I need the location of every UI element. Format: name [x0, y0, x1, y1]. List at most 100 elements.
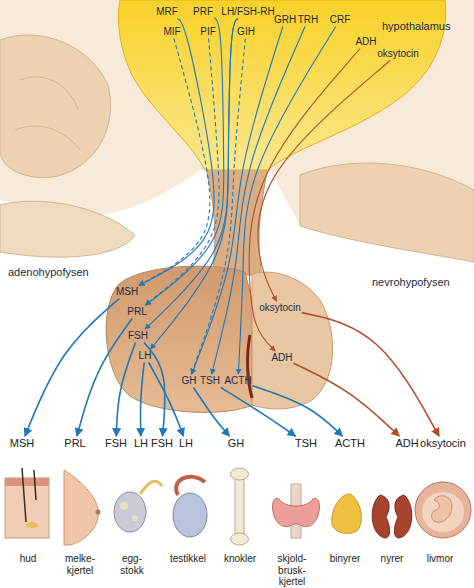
bone-drawing	[235, 474, 244, 538]
hormone-name: MRF	[156, 6, 178, 18]
hormone-name: TRH	[298, 14, 319, 26]
hormone-node: oksytocin	[377, 48, 419, 60]
hormone-name: PRL	[64, 437, 85, 450]
hormone-name: GH	[182, 375, 197, 387]
skin-drawing	[5, 478, 49, 486]
hormone-name: FSH	[151, 437, 173, 450]
ovary-drawing	[140, 481, 162, 494]
fetus-drawing	[432, 496, 453, 523]
hormone-node: PRL	[127, 306, 146, 318]
brain-lobe	[300, 163, 474, 262]
hormone-name: ADH	[395, 437, 418, 450]
bone-drawing	[231, 468, 249, 480]
hormone-node: GH	[182, 375, 197, 387]
hormone-name: GIH	[237, 26, 255, 38]
brain-lobe	[0, 35, 111, 178]
hormone-node: GRH	[274, 14, 296, 26]
hormone-name: CRF	[330, 14, 351, 26]
thyroid-drawing	[273, 498, 320, 526]
target-organ-name: melke- kjertel	[50, 553, 110, 576]
region-label: hypothalamus	[382, 20, 451, 33]
hormone-name: oksytocin	[259, 302, 301, 314]
hormone-label: GH	[228, 437, 245, 450]
breast-drawing	[96, 510, 101, 515]
hormone-node: MRF	[156, 6, 178, 18]
hormone-node: PRF	[193, 6, 213, 18]
uterus-drawing	[415, 482, 471, 538]
hormone-label: oksytocin	[420, 437, 466, 450]
hormone-node: CRF	[330, 14, 351, 26]
node-shape	[252, 272, 333, 409]
hormone-name: LH	[139, 350, 152, 362]
hormone-node: oksytocin	[259, 302, 301, 314]
hormone-name: GRH	[274, 14, 296, 26]
target-organ-name: egg- stokk	[102, 553, 162, 576]
breast-drawing	[64, 470, 98, 545]
ovary-drawing	[114, 492, 146, 532]
hormone-label: ADH	[395, 437, 418, 450]
kidney-drawing	[394, 495, 411, 538]
uterus-drawing	[422, 492, 464, 532]
hormone-name: MSH	[10, 437, 34, 450]
hormone-node: LH/FSH-RH	[221, 6, 274, 18]
hormone-node: TSH	[200, 375, 220, 387]
hormone-name: oksytocin	[420, 437, 466, 450]
hormone-name: MSH	[116, 286, 138, 298]
hormone-name: PRL	[127, 306, 146, 318]
hormone-node: FSH	[128, 330, 148, 342]
posterior-pituitary: nevrohypofysen oksytocinADH	[245, 262, 474, 412]
hormone-name: PIF	[200, 26, 216, 38]
hormone-arrow	[25, 299, 119, 437]
hormone-label: TSH	[295, 437, 317, 450]
hormone-label: FSH	[151, 437, 173, 450]
hair-drawing	[22, 468, 36, 522]
anterior-pituitary: adenohypofysenMSHPRLFSHLHGHTSHACTH	[0, 255, 260, 420]
hormone-name: MIF	[163, 26, 180, 38]
hormone-name: FSH	[105, 437, 127, 450]
hormone-node: ADH	[355, 36, 376, 48]
target-organ-name: binyrer	[315, 553, 375, 565]
hormone-name: ACTH	[335, 437, 365, 450]
gland-drawing	[26, 522, 38, 528]
region-label: adenohypofysen	[8, 266, 89, 279]
hormone-label: LH	[179, 437, 193, 450]
hormone-node: MIF	[163, 26, 180, 38]
hormone-label: ACTH	[335, 437, 365, 450]
target-organ-name: testikkel	[158, 553, 218, 565]
target-organs	[5, 468, 471, 545]
hormone-node: ADH	[271, 352, 292, 364]
hormone-node: GIH	[237, 26, 255, 38]
hormone-name: ADH	[355, 36, 376, 48]
hormone-name: LH/FSH-RH	[221, 6, 274, 18]
target-organ-name: nyrer	[362, 553, 422, 565]
target-organ-name: livmor	[410, 553, 470, 565]
hormone-label: PRL	[64, 437, 85, 450]
hormone-name: oksytocin	[377, 48, 419, 60]
hormone-label: LH	[134, 437, 148, 450]
skin-drawing	[5, 478, 49, 538]
testis-drawing	[173, 493, 207, 537]
hormone-label: FSH	[105, 437, 127, 450]
hypothalamus-region: hypothalamus MRF MIF PRF PIF LH/FSH-RH GIH GRHT…	[110, 0, 455, 180]
hormone-node: LH	[139, 350, 152, 362]
node-shape	[106, 266, 252, 412]
cleft-line	[248, 335, 252, 398]
hormone-name: FSH	[128, 330, 148, 342]
bone-drawing	[231, 533, 249, 545]
testis-drawing	[176, 477, 205, 495]
hormone-label: MSH	[10, 437, 34, 450]
hormone-node: TRH	[298, 14, 319, 26]
adrenal-drawing	[332, 494, 362, 533]
region-label: nevrohypofysen	[372, 276, 450, 289]
hormone-name: LH	[179, 437, 193, 450]
hormone-node: PIF	[200, 26, 216, 38]
hormone-name: ADH	[271, 352, 292, 364]
kidney-drawing	[372, 495, 389, 538]
hormone-name: TSH	[200, 375, 220, 387]
target-organ-name: skjold- brusk- kjertel	[262, 553, 322, 588]
hormone-node: MSH	[116, 286, 138, 298]
ovary-drawing	[120, 502, 128, 510]
hormone-name: TSH	[295, 437, 317, 450]
target-organ-name: knokler	[210, 553, 270, 565]
